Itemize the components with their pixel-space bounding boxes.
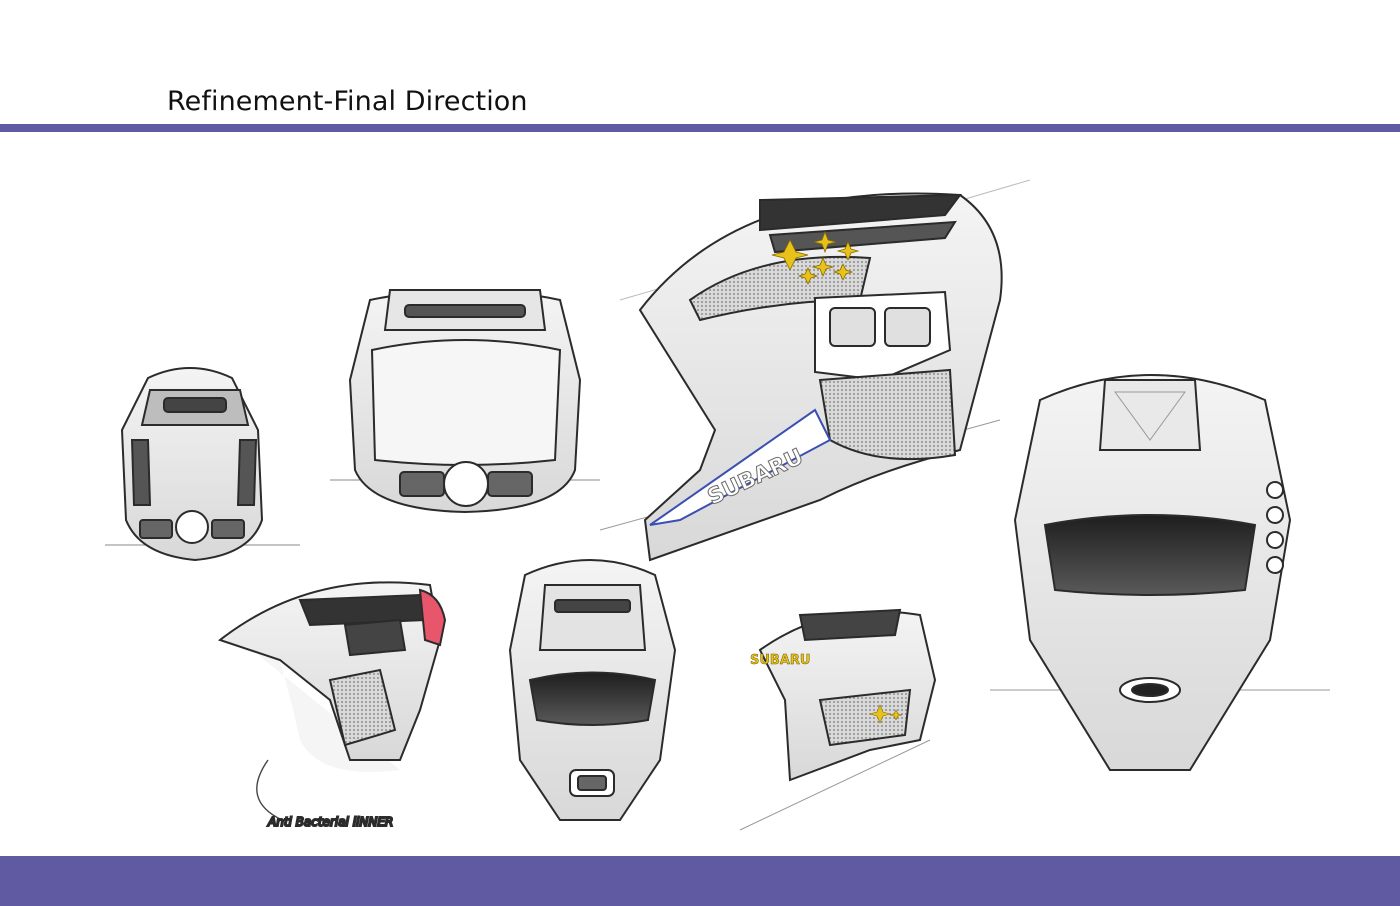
small-star-emblem-icon xyxy=(868,704,903,724)
page-title: Refinement-Final Direction xyxy=(167,86,528,117)
header-rule xyxy=(0,124,1400,132)
sketch-side-large: SUBARU xyxy=(599,179,1031,562)
helmet-sketches: SUBARU Anti Bacterial liNNER xyxy=(105,179,1330,831)
sketch-rear-medium xyxy=(330,289,600,514)
sketch-side-red: Anti Bacterial liNNER xyxy=(217,581,447,830)
small-brand-label: SUBARU xyxy=(750,653,810,668)
footer-band xyxy=(0,856,1400,906)
star-emblem-icon xyxy=(771,230,860,285)
annotation-label: Anti Bacterial liNNER xyxy=(267,815,393,829)
sketch-front-medium xyxy=(508,559,677,821)
sketch-side-small: SUBARU xyxy=(739,608,937,831)
sketch-rear-small xyxy=(105,367,300,562)
sketch-front-large xyxy=(990,374,1330,771)
